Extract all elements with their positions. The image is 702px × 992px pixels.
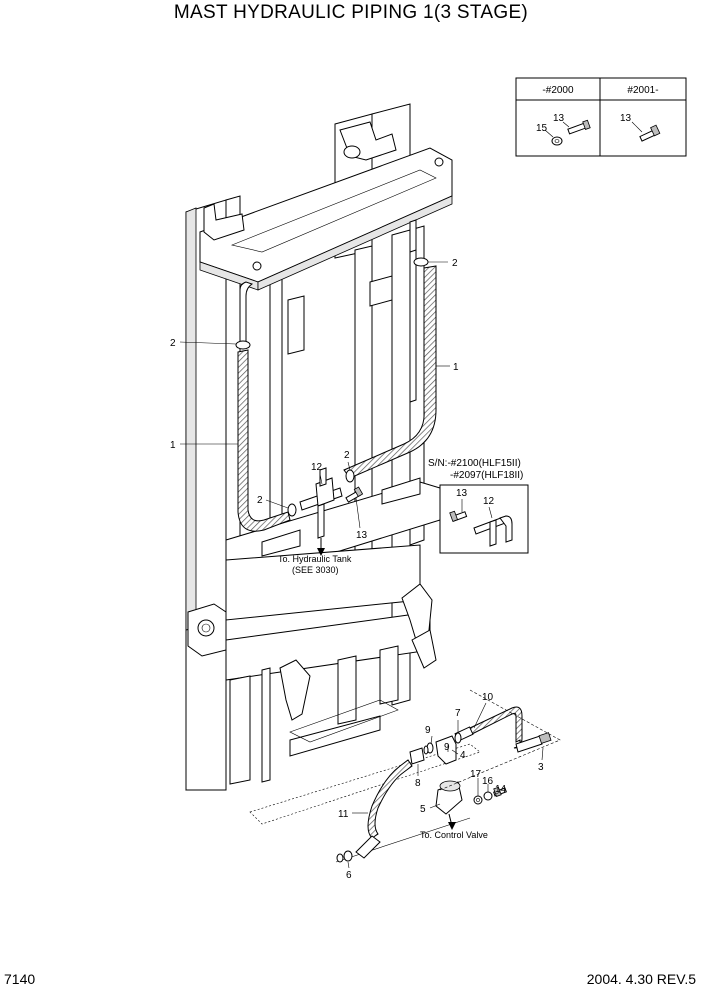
diagram-title: MAST HYDRAULIC PIPING 1(3 STAGE) — [174, 2, 528, 23]
tank-note-line1: To. Hydraulic Tank — [278, 554, 352, 564]
table-callout-15: 15 — [536, 123, 548, 134]
callout-9-upper: 9 — [425, 725, 431, 736]
table-callout-13-left: 13 — [553, 113, 565, 124]
callout-10: 10 — [482, 692, 494, 703]
control-valve-note: To. Control Valve — [420, 830, 488, 840]
callout-14: 14 — [495, 784, 507, 795]
callout-1-left: 1 — [170, 440, 176, 451]
revision-date: 2004. 4.30 REV.5 — [587, 971, 696, 987]
callout-2-right: 2 — [452, 258, 458, 269]
inset-tee-icon — [473, 515, 513, 547]
table-header-left: -#2000 — [542, 85, 574, 96]
bolt-13 — [345, 486, 364, 503]
clamp-right-upper — [413, 257, 429, 267]
mast-callouts: 2 1 2 1 2 2 12 13 To. Hydraulic Tank (SE… — [170, 258, 459, 575]
callout-17: 17 — [470, 769, 482, 780]
serial-note-line2: -#2097(HLF18II) — [450, 470, 523, 481]
callout-3: 3 — [538, 762, 544, 773]
table-header-right: #2001- — [627, 85, 658, 96]
clamp-center-right — [345, 469, 355, 483]
callout-9-lower: 9 — [444, 742, 450, 753]
callout-13-bolt: 13 — [356, 530, 368, 541]
clamp-center-left — [287, 503, 297, 517]
callout-7: 7 — [455, 708, 461, 719]
lower-callouts: 10 3 7 9 4 9 8 5 To. Control Valve 17 16… — [338, 692, 544, 881]
callout-16: 16 — [482, 776, 494, 787]
inset-bolt-icon — [449, 510, 468, 522]
flanged-bolt-icon — [631, 121, 661, 142]
callout-12-tee: 12 — [311, 462, 323, 473]
clamp-left-upper — [235, 340, 251, 350]
callout-2-mid: 2 — [344, 450, 350, 461]
callout-6: 6 — [346, 870, 352, 881]
serial-inset: S/N:-#2100(HLF15II) -#2097(HLF18II) 13 1… — [428, 458, 529, 554]
lower-piping — [336, 689, 561, 863]
callout-5: 5 — [420, 804, 426, 815]
mast-assembly — [185, 103, 481, 863]
table-callout-13-right: 13 — [620, 113, 632, 124]
tank-note-line2: (SEE 3030) — [292, 565, 339, 575]
callout-1-right: 1 — [453, 362, 459, 373]
serial-callout-12: 12 — [483, 496, 495, 507]
callout-11: 11 — [338, 809, 349, 820]
tee-fitting — [299, 467, 343, 539]
mast-hoses — [235, 219, 437, 556]
callout-8: 8 — [415, 778, 421, 789]
page-number: 7140 — [4, 971, 35, 987]
callout-2-center: 2 — [257, 495, 263, 506]
callout-2-left: 2 — [170, 338, 176, 349]
serial-note-line1: S/N:-#2100(HLF15II) — [428, 458, 521, 469]
callout-4: 4 — [460, 750, 466, 761]
serial-callout-13: 13 — [456, 488, 468, 499]
bolt-with-washer-icon — [544, 119, 591, 146]
serial-variant-table: -#2000 #2001- 15 13 13 — [515, 77, 687, 157]
